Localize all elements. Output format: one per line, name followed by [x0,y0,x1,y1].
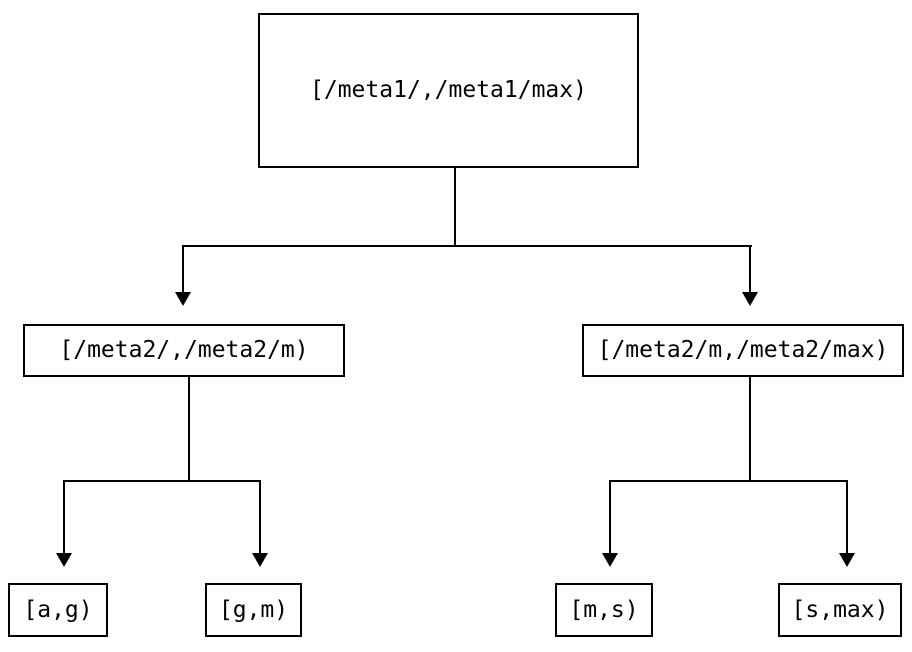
edge-root-to-meta2-high-line [749,245,751,292]
edge-meta2-low-crossbar-line [63,480,261,482]
edge-meta2-high-to-leaf-ms-line [609,480,611,553]
edge-meta2-low-stem-line [188,377,190,482]
edge-meta2-high-to-leaf-smax-line [846,480,848,553]
node-leaf-gm-range: [g,m) [205,583,302,637]
edge-root-to-meta2-low-line [182,245,184,292]
node-meta2-high-range: [/meta2/m,/meta2/max) [582,324,904,377]
node-leaf-ms-range: [m,s) [555,583,653,637]
arrowhead-down-icon [839,553,855,567]
edge-root-stem-line [454,168,456,247]
node-leaf-smax-range: [s,max) [778,583,902,637]
arrowhead-down-icon [742,292,758,306]
arrowhead-down-icon [602,553,618,567]
node-meta2-low-range: [/meta2/,/meta2/m) [23,324,345,377]
node-root-range: [/meta1/,/meta1/max) [258,13,639,168]
edge-meta2-low-to-leaf-ag-line [63,480,65,553]
arrowhead-down-icon [175,292,191,306]
arrowhead-down-icon [252,553,268,567]
edge-root-crossbar-line [182,245,752,247]
edge-meta2-high-stem-line [749,377,751,482]
node-leaf-ag-range: [a,g) [8,583,108,637]
arrowhead-down-icon [56,553,72,567]
edge-meta2-low-to-leaf-gm-line [259,480,261,553]
edge-meta2-high-crossbar-line [609,480,848,482]
